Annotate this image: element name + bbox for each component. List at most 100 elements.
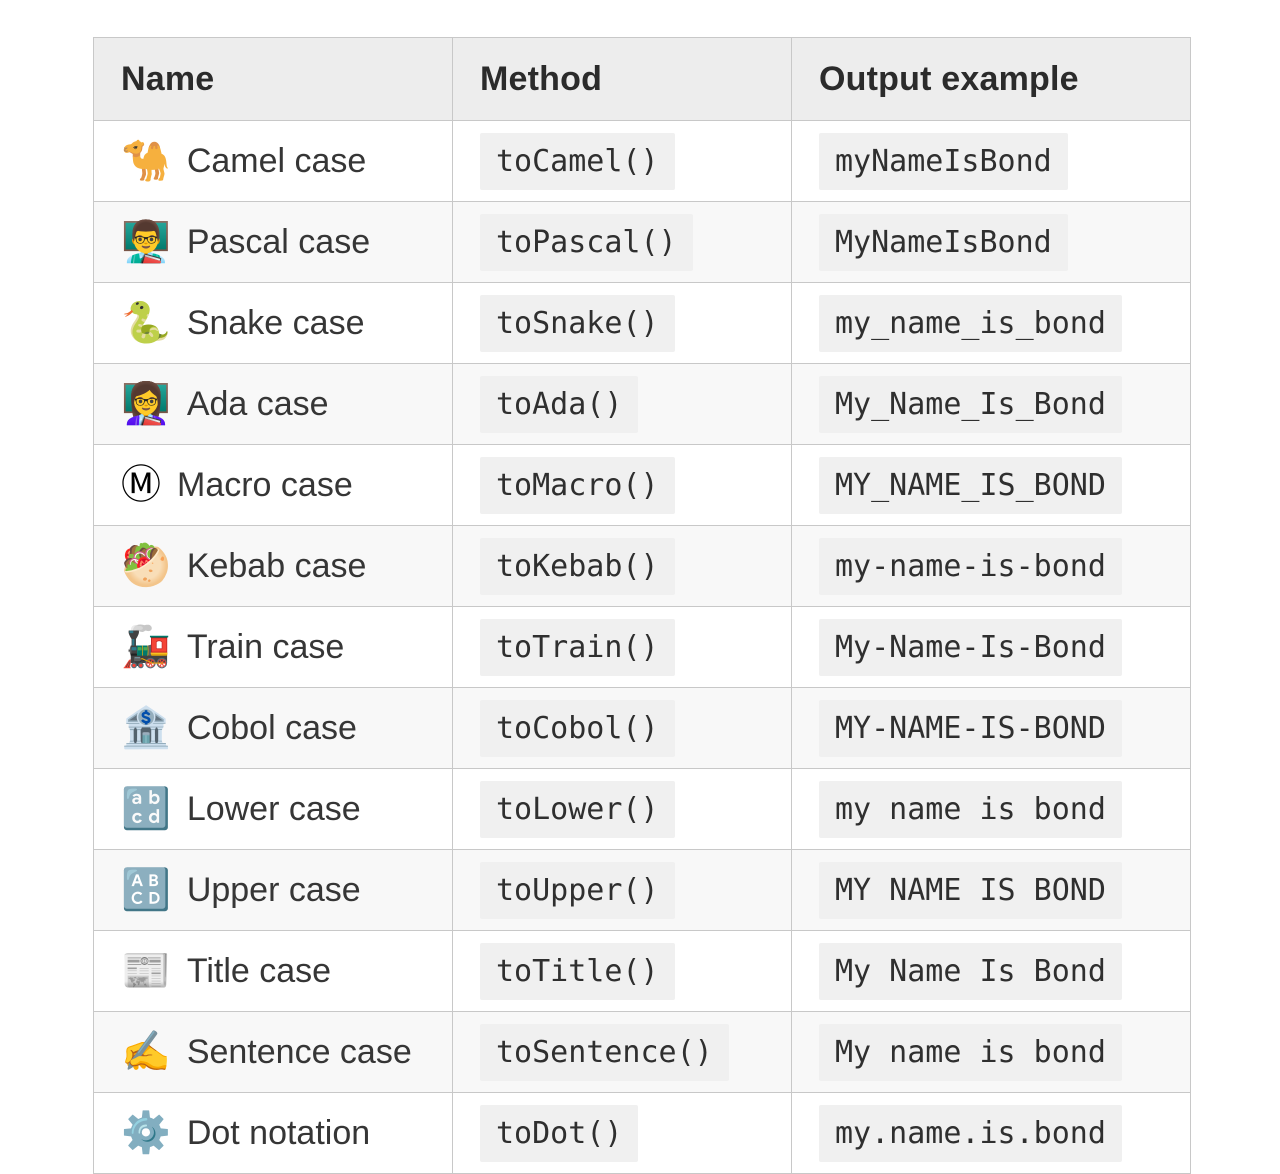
name-cell: Ⓜ Macro case [93,444,453,526]
output-cell: My Name Is Bond [791,930,1191,1012]
case-name-label: Upper case [186,870,361,909]
table-row: 📰 Title case toTitle() My Name Is Bond [93,930,1191,1012]
output-cell: my.name.is.bond [791,1092,1191,1174]
name-cell: 🏦 Cobol case [93,687,453,769]
name-cell: ⚙️ Dot notation [93,1092,453,1174]
method-code-chip: toKebab() [480,537,675,595]
table-row: ⚙️ Dot notation toDot() my.name.is.bond [93,1092,1191,1174]
table-row: Ⓜ Macro case toMacro() MY_NAME_IS_BOND [93,444,1191,526]
output-example-code-chip: myNameIsBond [819,132,1068,190]
method-cell: toMacro() [452,444,792,526]
output-cell: My name is bond [791,1011,1191,1093]
column-header-method: Method [452,37,792,121]
woman-teacher-icon: 👩‍🏫 [121,381,171,426]
output-cell: myNameIsBond [791,120,1191,202]
output-example-code-chip: MY_NAME_IS_BOND [819,456,1122,514]
name-cell: 🔠 Upper case [93,849,453,931]
output-example-code-chip: my_name_is_bond [819,294,1122,352]
name-wrap: 🔡 Lower case [121,789,442,830]
case-name-label: Pascal case [186,222,371,261]
method-cell: toPascal() [452,201,792,283]
name-cell: ✍️ Sentence case [93,1011,453,1093]
table-row: 🥙 Kebab case toKebab() my-name-is-bond [93,525,1191,607]
method-code-chip: toSentence() [480,1023,729,1081]
table-row: 🔠 Upper case toUpper() MY NAME IS BOND [93,849,1191,931]
man-teacher-icon: 👨‍🏫 [121,219,171,264]
name-wrap: 🐍 Snake case [121,303,442,344]
method-code-chip: toLower() [480,780,675,838]
output-cell: My_Name_Is_Bond [791,363,1191,445]
method-code-chip: toTitle() [480,942,675,1000]
method-cell: toUpper() [452,849,792,931]
header-row: Name Method Output example [93,37,1191,121]
name-wrap: 👩‍🏫 Ada case [121,384,442,425]
name-wrap: Ⓜ Macro case [121,465,442,506]
output-example-code-chip: My name is bond [819,1023,1122,1081]
snake-icon: 🐍 [121,300,171,345]
case-conversion-table: Name Method Output example 🐪 Camel case … [93,37,1191,1174]
output-example-code-chip: MY-NAME-IS-BOND [819,699,1122,757]
method-code-chip: toCamel() [480,132,675,190]
table-body: 🐪 Camel case toCamel() myNameIsBond 👨‍🏫 … [93,120,1191,1174]
method-code-chip: toSnake() [480,294,675,352]
table-row: 🐍 Snake case toSnake() my_name_is_bond [93,282,1191,364]
name-wrap: 👨‍🏫 Pascal case [121,222,442,263]
output-cell: my_name_is_bond [791,282,1191,364]
locomotive-icon: 🚂 [121,624,171,669]
case-name-label: Macro case [177,465,353,504]
newspaper-icon: 📰 [121,948,171,993]
name-cell: 🐍 Snake case [93,282,453,364]
name-cell: 👨‍🏫 Pascal case [93,201,453,283]
name-wrap: 🥙 Kebab case [121,546,442,587]
bank-icon: 🏦 [121,705,171,750]
case-name-label: Lower case [186,789,361,828]
method-code-chip: toPascal() [480,213,693,271]
column-header-output: Output example [791,37,1191,121]
method-cell: toLower() [452,768,792,850]
column-header-name: Name [93,37,453,121]
name-cell: 🚂 Train case [93,606,453,688]
circled-m-icon: Ⓜ [121,462,161,507]
output-example-code-chip: MyNameIsBond [819,213,1068,271]
method-cell: toTitle() [452,930,792,1012]
output-cell: MY NAME IS BOND [791,849,1191,931]
output-example-code-chip: my-name-is-bond [819,537,1122,595]
case-name-label: Title case [186,951,332,990]
name-wrap: 📰 Title case [121,951,442,992]
output-cell: my name is bond [791,768,1191,850]
gear-icon: ⚙️ [121,1110,171,1155]
output-example-code-chip: MY NAME IS BOND [819,861,1122,919]
name-wrap: 🐪 Camel case [121,141,442,182]
case-name-label: Snake case [186,303,365,342]
name-wrap: 🔠 Upper case [121,870,442,911]
stuffed-flatbread-icon: 🥙 [121,543,171,588]
method-code-chip: toCobol() [480,699,675,757]
table-row: 🚂 Train case toTrain() My-Name-Is-Bond [93,606,1191,688]
case-name-label: Sentence case [186,1032,412,1071]
method-cell: toCamel() [452,120,792,202]
name-cell: 🔡 Lower case [93,768,453,850]
name-cell: 👩‍🏫 Ada case [93,363,453,445]
table-row: 🔡 Lower case toLower() my name is bond [93,768,1191,850]
output-cell: my-name-is-bond [791,525,1191,607]
output-cell: MY-NAME-IS-BOND [791,687,1191,769]
output-example-code-chip: My-Name-Is-Bond [819,618,1122,676]
case-name-label: Train case [186,627,345,666]
output-example-code-chip: My Name Is Bond [819,942,1122,1000]
method-cell: toTrain() [452,606,792,688]
table-row: 🐪 Camel case toCamel() myNameIsBond [93,120,1191,202]
method-cell: toAda() [452,363,792,445]
name-wrap: 🚂 Train case [121,627,442,668]
output-cell: MyNameIsBond [791,201,1191,283]
name-wrap: 🏦 Cobol case [121,708,442,749]
name-cell: 🐪 Camel case [93,120,453,202]
table-row: ✍️ Sentence case toSentence() My name is… [93,1011,1191,1093]
name-cell: 📰 Title case [93,930,453,1012]
output-example-code-chip: my.name.is.bond [819,1104,1122,1162]
case-name-label: Kebab case [186,546,367,585]
output-cell: My-Name-Is-Bond [791,606,1191,688]
case-name-label: Ada case [186,384,329,423]
name-wrap: ⚙️ Dot notation [121,1113,442,1154]
method-cell: toCobol() [452,687,792,769]
